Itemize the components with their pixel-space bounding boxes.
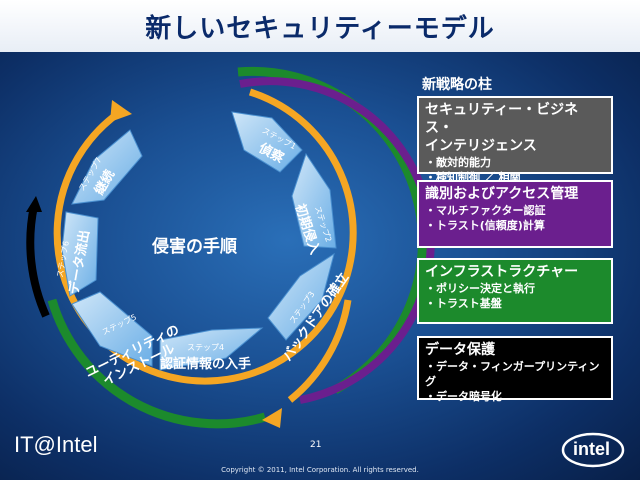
pillar-title: データ保護 [425,342,495,358]
pillar-identity-access: 識別およびアクセス管理 ・マルチファクター認証 ・トラスト(信頼度)計算 [417,180,613,248]
black-arc [26,205,50,318]
pillar-security-bi: セキュリティー・ビジネス・ インテリジェンス ・敵対的能力 ・検知制御 ／ 相関 [417,96,613,184]
pillars-heading: 新戦略の柱 [422,77,492,93]
orange-arc-bottom [287,299,352,403]
pillar-title: 識別およびアクセス管理 [425,186,579,202]
center-label: 侵害の手順 [152,237,237,257]
it-at-intel-brand: IT@Intel [14,432,98,457]
step-4: ステップ4 認証情報の入手 [160,343,252,372]
slide-title: 新しいセキュリティーモデル [145,14,495,44]
intel-logo: intel [560,430,626,470]
title-bar [0,0,640,52]
green-arc [237,66,427,394]
pillar-item: ・ポリシー決定と執行 [425,282,535,295]
segment-7 [71,129,143,205]
segment-5 [71,291,153,367]
segment-4 [159,327,264,371]
copyright: Copyright © 2011, Intel Corporation. All… [221,466,419,474]
orange-ring [53,88,357,385]
pillar-item: ・マルチファクター認証 [425,204,546,217]
pillar-item: ・データ・フィンガープリンティング [425,360,600,388]
segment-2 [291,152,337,249]
segment-1 [231,111,303,173]
orange-arrow-head [110,100,132,122]
pillar-data-protection: データ保護 ・データ・フィンガープリンティング ・データ暗号化 [417,336,613,403]
page-number: 21 [310,440,322,450]
segment-3 [267,252,335,341]
pillar-item: ・トラスト基盤 [425,297,502,310]
segment-6 [61,211,99,297]
black-arrow-head [26,196,42,212]
pillar-title: セキュリティー・ビジネス・ インテリジェンス [425,102,579,154]
pillar-title: インフラストラクチャー [425,264,579,280]
intel-logo-text: intel [573,439,611,459]
orange-arrow-head-bottom [262,408,282,428]
pillar-item: ・データ暗号化 [425,390,502,403]
green-arc-left [47,298,267,429]
pillar-item: ・敵対的能力 [425,156,491,169]
pillar-infrastructure: インフラストラクチャー ・ポリシー決定と執行 ・トラスト基盤 [417,258,613,324]
pillar-item: ・トラスト(信頼度)計算 [425,219,545,232]
